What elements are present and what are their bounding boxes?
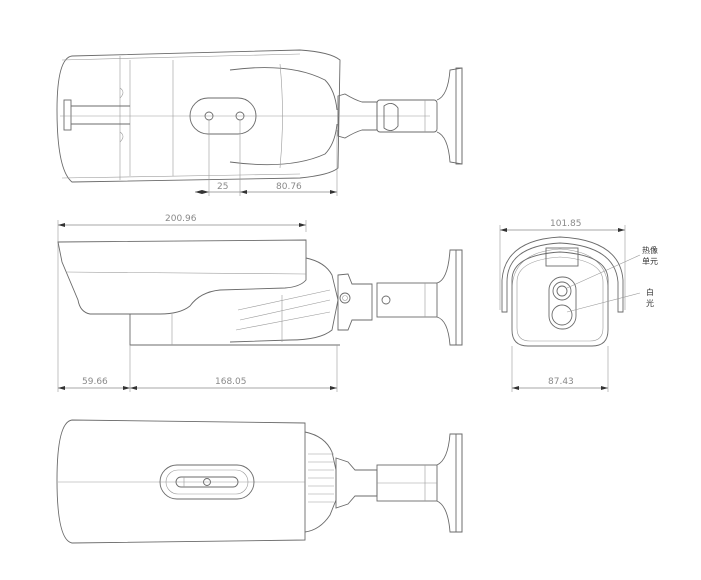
overall-length-dimension: 200.96 <box>57 214 307 392</box>
side-view: 200.96 59.66 168.05 <box>57 214 463 392</box>
callout-thermal-unit-line2: 单元 <box>642 256 658 266</box>
dim-overall-length: 200.96 <box>165 214 197 224</box>
front-view: 101.85 热像 单元 白 光 87.43 <box>499 219 658 392</box>
hood-width-dimension: 101.85 <box>499 219 626 310</box>
callout-white-light-line1: 白 <box>646 287 654 297</box>
dim-front-hood: 59.66 <box>82 377 108 387</box>
dim-body-width: 87.43 <box>548 377 574 387</box>
dim-body-length: 168.05 <box>215 377 247 387</box>
side-bottom-dimensions: 59.66 168.05 <box>58 345 338 392</box>
top-dimension-line: 25 80.76 <box>195 130 338 196</box>
callout-white-light-line2: 光 <box>646 298 654 308</box>
top-view: 25 80.76 <box>56 49 463 196</box>
dim-hood-width: 101.85 <box>550 219 582 229</box>
callout-thermal-unit-line1: 热像 <box>642 245 658 255</box>
dim-hole-spacing: 25 <box>217 182 228 192</box>
body-width-dimension: 87.43 <box>511 346 609 392</box>
bottom-view <box>56 419 463 544</box>
dim-hole-to-rear: 80.76 <box>276 182 302 192</box>
